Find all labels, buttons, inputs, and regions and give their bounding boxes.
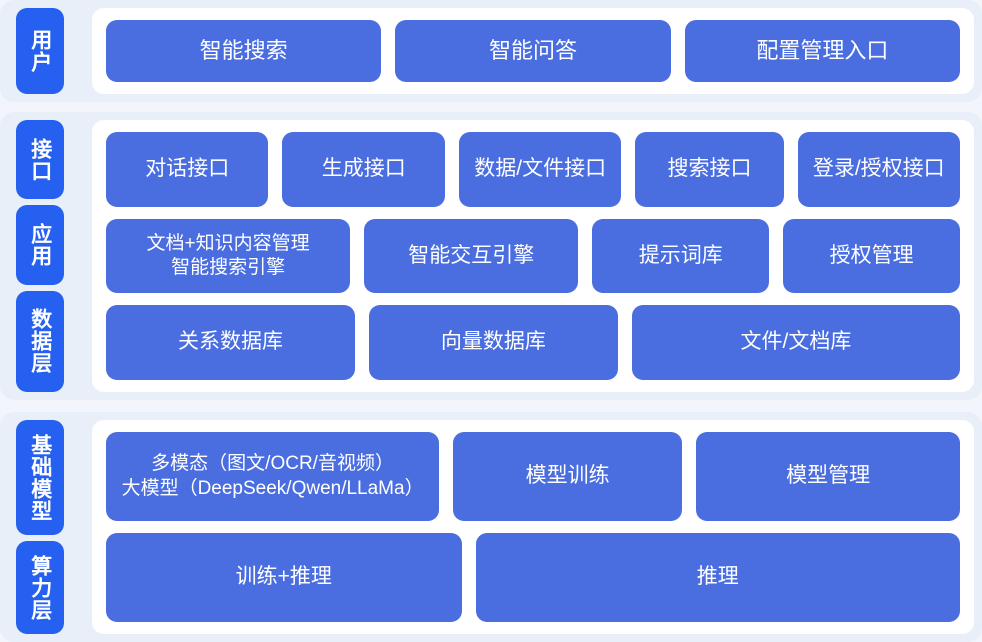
card-file-document-store[interactable]: 文件/文档库 (631, 305, 960, 381)
card-data-file-api[interactable]: 数据/文件接口 (458, 132, 622, 207)
stage-label-data: 数据层 (16, 290, 64, 392)
card-multimodal-large-model[interactable]: 多模态（图文/OCR/音视频） 大模型（DeepSeek/Qwen/LLaMa） (106, 432, 440, 521)
card-row: 智能搜索 智能问答 配置管理入口 (106, 20, 960, 82)
card-config-management-entry[interactable]: 配置管理入口 (684, 20, 960, 82)
band-infrastructure: 基础模型 算力层 多模态（图文/OCR/音视频） 大模型（DeepSeek/Qw… (0, 412, 982, 642)
stage-label-compute: 算力层 (16, 541, 64, 634)
band-user: 用户 智能搜索 智能问答 配置管理入口 (0, 0, 982, 102)
card-model-management[interactable]: 模型管理 (696, 432, 960, 521)
card-row-data: 关系数据库 向量数据库 文件/文档库 (106, 305, 960, 381)
card-row-interface: 对话接口 生成接口 数据/文件接口 搜索接口 登录/授权接口 (106, 132, 960, 207)
stage-label-application: 应用 (16, 205, 64, 285)
card-inference[interactable]: 推理 (475, 533, 960, 622)
inner-panel-platform: 对话接口 生成接口 数据/文件接口 搜索接口 登录/授权接口 文档+知识内容管理… (92, 120, 974, 392)
card-authorization-management[interactable]: 授权管理 (783, 218, 960, 294)
card-rows-platform: 对话接口 生成接口 数据/文件接口 搜索接口 登录/授权接口 文档+知识内容管理… (106, 132, 960, 381)
stage-label-user: 用户 (16, 8, 64, 94)
card-vector-database[interactable]: 向量数据库 (368, 305, 618, 381)
card-row-compute: 训练+推理 推理 (106, 533, 960, 622)
stage-label-group-platform: 接口 应用 数据层 (16, 120, 64, 392)
card-document-knowledge-management[interactable]: 文档+知识内容管理 智能搜索引擎 (106, 218, 351, 294)
stage-label-group-infrastructure: 基础模型 算力层 (16, 420, 64, 634)
inner-panel-infrastructure: 多模态（图文/OCR/音视频） 大模型（DeepSeek/Qwen/LLaMa）… (92, 420, 974, 634)
inner-panel-user: 智能搜索 智能问答 配置管理入口 (92, 8, 974, 94)
stage-label-interface: 接口 (16, 120, 64, 200)
card-login-auth-api[interactable]: 登录/授权接口 (797, 132, 960, 207)
card-generation-api[interactable]: 生成接口 (282, 132, 445, 207)
stage-label-group-user: 用户 (16, 8, 64, 94)
card-rows-infrastructure: 多模态（图文/OCR/音视频） 大模型（DeepSeek/Qwen/LLaMa）… (106, 432, 960, 622)
card-relational-database[interactable]: 关系数据库 (106, 305, 355, 381)
card-row-application: 文档+知识内容管理 智能搜索引擎 智能交互引擎 提示词库 授权管理 (106, 218, 960, 294)
card-intelligent-search[interactable]: 智能搜索 (106, 20, 382, 82)
card-dialog-api[interactable]: 对话接口 (106, 132, 269, 207)
card-model-training[interactable]: 模型训练 (453, 432, 683, 521)
stage-label-foundation-model: 基础模型 (16, 420, 64, 535)
card-intelligent-qa[interactable]: 智能问答 (395, 20, 671, 82)
card-search-api[interactable]: 搜索接口 (635, 132, 784, 207)
card-intelligent-interaction-engine[interactable]: 智能交互引擎 (364, 218, 579, 294)
card-prompt-library[interactable]: 提示词库 (592, 218, 770, 294)
band-platform: 接口 应用 数据层 对话接口 生成接口 数据/文件接口 搜索接口 登录/授权接口… (0, 112, 982, 400)
card-training-and-inference[interactable]: 训练+推理 (106, 533, 462, 622)
card-row-foundation-model: 多模态（图文/OCR/音视频） 大模型（DeepSeek/Qwen/LLaMa）… (106, 432, 960, 521)
card-rows-user: 智能搜索 智能问答 配置管理入口 (106, 20, 960, 82)
